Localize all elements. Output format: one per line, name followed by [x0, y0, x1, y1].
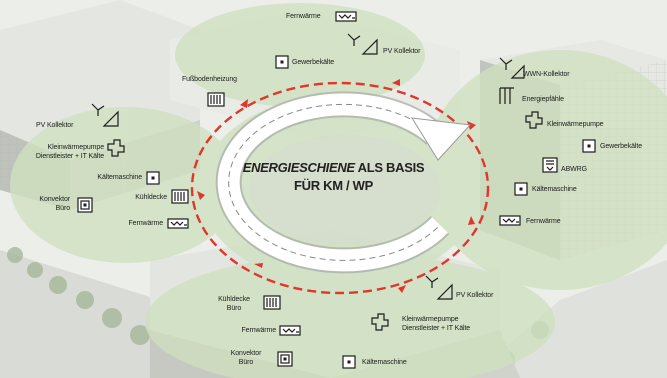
wind-turbine-icon-4 — [425, 275, 439, 288]
label-kuehldecke-left: Kühldecke — [135, 194, 167, 201]
wind-turbine-icon — [347, 33, 361, 46]
label-kleinwp-bottom-2: Dienstleister + IT Kälte — [402, 325, 471, 332]
courtyard — [250, 135, 440, 245]
pv-panel-icon — [361, 38, 378, 55]
wind-turbine-icon-3 — [91, 103, 105, 116]
center-title-rest: ALS BASIS — [354, 160, 425, 175]
pv-panel-icon-3 — [102, 110, 119, 127]
label-konvektor-left-2: Büro — [55, 205, 70, 212]
label-fernwaerme-left: Fernwärme — [128, 220, 164, 227]
chiller-box-icon-5 — [342, 355, 356, 369]
label-fernwaerme-right: Fernwärme — [526, 218, 561, 225]
label-pv-left: PV Kollektor — [36, 122, 74, 129]
chiller-box-icon-4 — [146, 171, 160, 185]
geothermal-probe-icon — [499, 87, 514, 104]
chiller-box-icon-3 — [514, 182, 528, 196]
convector-icon-2 — [277, 351, 293, 367]
convector-icon — [77, 197, 93, 213]
label-konvektor-bottom-1: Konvektor — [230, 350, 262, 357]
heat-pump-pipes-icon-3 — [371, 313, 389, 331]
label-abwrg: ABWRG — [561, 166, 587, 173]
label-fernwaerme-bottom: Fernwärme — [241, 327, 277, 334]
label-kaelte-bottom: Kältemaschine — [362, 359, 407, 366]
label-kuehldecke-bottom-2: Büro — [226, 305, 242, 312]
center-title-line-1: ENERGIESCHIENE ALS BASIS — [0, 160, 667, 175]
district-heat-meter-icon-4 — [279, 325, 301, 336]
heat-pump-pipes-icon — [525, 111, 543, 129]
center-title-line-2: FÜR KM / WP — [293, 178, 374, 193]
radiator-icon-3 — [263, 295, 281, 310]
label-energiepfaehle: Energiepfähle — [522, 96, 564, 103]
heat-pump-pipes-icon-2 — [107, 139, 125, 157]
radiator-icon-2 — [171, 189, 189, 204]
label-konvektor-bottom-2: Büro — [238, 359, 254, 366]
radiator-icon — [207, 92, 225, 107]
label-kleinwp-right: Kleinwärmepumpe — [547, 121, 604, 128]
swirl-arrow — [215, 91, 472, 274]
label-konvektor-left-1: Konvektor — [39, 196, 70, 203]
label-kleinwp-left-2: Dienstleister + IT Kälte — [35, 153, 104, 160]
label-kaelte-right: Kältemaschine — [532, 186, 577, 193]
label-pv-top: PV Kollektor — [383, 48, 421, 55]
label-fussbodenheizung: Fußbodenheizung — [182, 76, 237, 83]
label-gewerbekaelte-top: Gewerbekälte — [292, 59, 334, 66]
label-kuehldecke-bottom-1: Kühldecke — [218, 296, 250, 303]
chiller-box-icon-2 — [582, 139, 596, 153]
label-fernwaerme-top: Fernwärme — [286, 13, 321, 20]
district-heat-meter-icon — [335, 11, 357, 22]
pv-panel-icon-2 — [510, 64, 525, 79]
label-wwn-kollektor: WWN-Kollektor — [523, 71, 570, 78]
pv-panel-icon-4 — [436, 283, 453, 300]
ring-arrows — [197, 79, 476, 293]
district-heat-meter-icon-3 — [167, 218, 189, 229]
label-kaelte-left: Kältemaschine — [97, 174, 142, 181]
district-heat-meter-icon-2 — [499, 215, 521, 226]
label-kleinwp-left-1: Kleinwärmepumpe — [47, 144, 105, 151]
chiller-box-icon — [275, 55, 289, 69]
label-pv-bottom: PV Kollektor — [456, 292, 494, 299]
absorber-icon — [542, 157, 558, 173]
label-kleinwp-bottom-1: Kleinwärmepumpe — [402, 316, 459, 323]
wind-turbine-icon-2 — [499, 57, 513, 70]
energy-ring — [190, 81, 490, 295]
center-title-italic: ENERGIESCHIENE — [242, 160, 355, 175]
label-gewerbekaelte-right: Gewerbekälte — [600, 143, 642, 150]
